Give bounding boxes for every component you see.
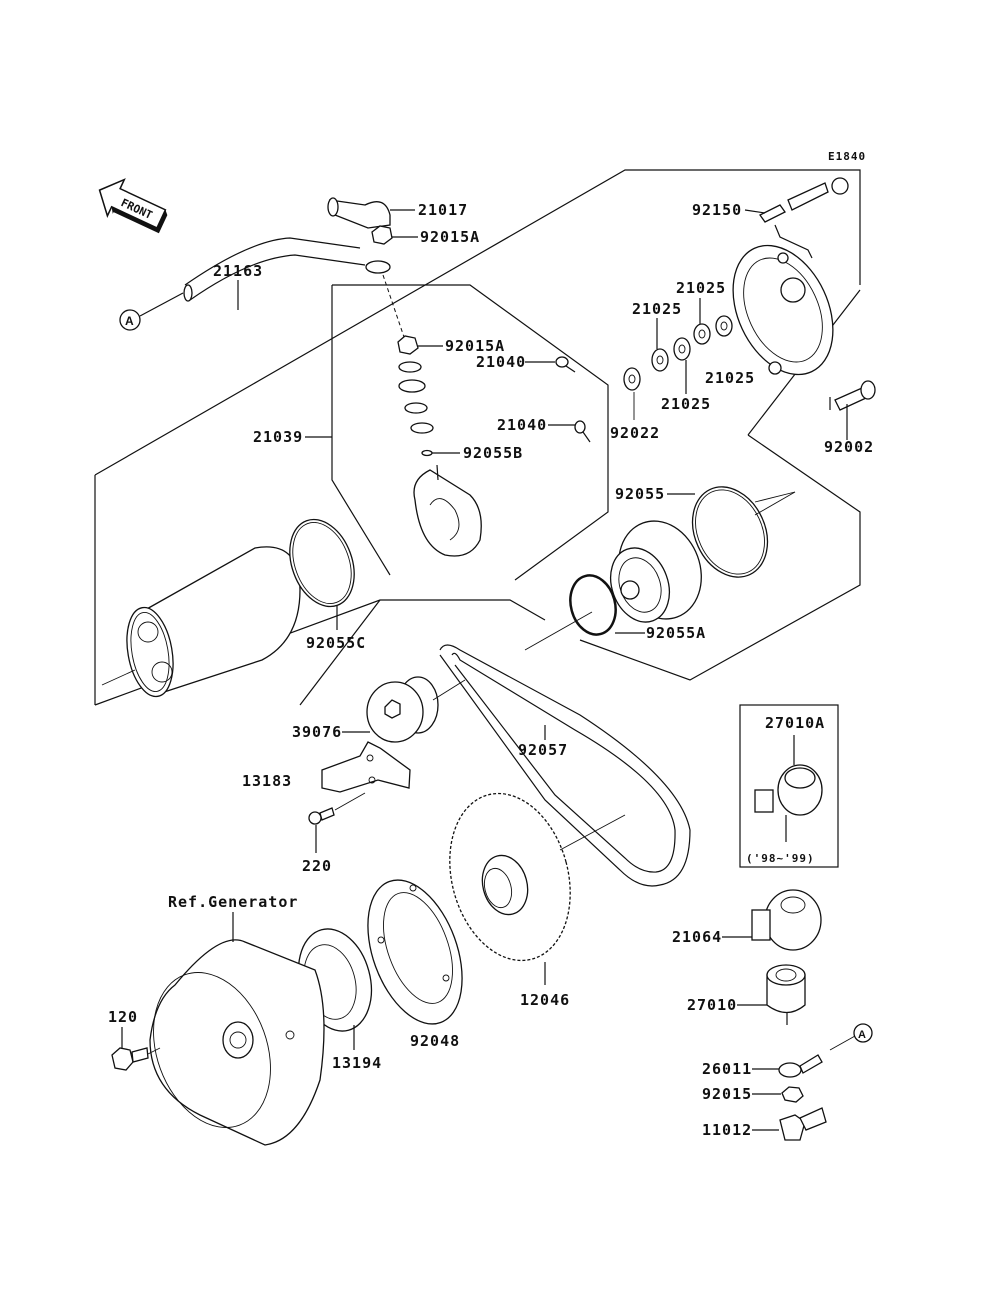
label-92057: 92057 [518,741,568,759]
cap-terminal: 21017 [327,197,468,229]
label-27010A: 27010A [765,714,825,732]
generator-rotor: Ref.Generator [149,893,325,1146]
label-21017: 21017 [418,201,468,219]
long-bolt: 92150 [692,177,849,259]
label-27010: 27010 [687,996,737,1014]
coil: 21064 [672,889,822,951]
bolt-120: 120 [108,1008,161,1071]
label-21025-2: 21025 [632,300,682,318]
label-92015A-2: 92015A [445,337,505,355]
oring-92055C: 92055C [289,518,366,652]
label-92055: 92055 [615,485,665,503]
label-21064: 21064 [672,928,722,946]
nut-top: 92015A [371,225,480,246]
ref-marker-a: A [119,309,141,331]
label-11012: 11012 [702,1121,752,1139]
inset-box: 27010A ('98~'99) [739,704,839,868]
label-92055A: 92055A [646,624,706,642]
label-92015A: 92015A [420,228,480,246]
small-oring: 92055B [421,444,523,462]
battery-cable [139,237,406,341]
label-21040: 21040 [476,353,526,371]
label-92150: 92150 [692,201,742,219]
assembly-outline [94,169,861,706]
motor-body [101,546,301,698]
label-92048: 92048 [410,1032,460,1050]
label-92055B: 92055B [463,444,523,462]
label-120: 120 [108,1008,138,1026]
brush-holder-plate [413,464,482,557]
screw: 220 [302,792,366,875]
label-21163: 21163 [213,262,263,280]
label: A [858,1029,866,1041]
washer: 92022 [610,367,660,442]
label-26011: 26011 [702,1060,752,1078]
relay: 27010 [687,964,806,1025]
label-21040-2: 21040 [497,416,547,434]
label-13183: 13183 [242,772,292,790]
brush-1: 21040 [476,353,576,373]
label-21025-1: 21025 [676,279,726,297]
nut-lower: 92015A [397,335,505,355]
terminal: 26011 [702,1035,856,1078]
front-arrow-icon: FRONT [98,178,168,234]
shims: 21025 21025 21025 21025 [632,279,755,413]
label-21039: 21039 [253,428,303,446]
ref-marker-a-2: A [853,1023,873,1043]
drive-housing [610,520,702,623]
idle-gear: 39076 [292,676,466,743]
plate: 13183 [242,741,411,793]
label-12046: 12046 [520,991,570,1009]
label-92015: 92015 [702,1085,752,1103]
label: A [125,314,134,328]
label-21025-4: 21025 [661,395,711,413]
inset-note: ('98~'99) [746,852,815,865]
label-13194: 13194 [332,1054,382,1072]
oring-92055A: 92055A [524,574,706,651]
label-21025-3: 21025 [705,369,755,387]
washer-stack [398,361,434,434]
end-cover [732,244,834,376]
diagram-code: E1840 [828,150,866,163]
clutch-housing: 92048 [367,879,463,1050]
label-39076: 39076 [292,723,342,741]
nut-92015: 92015 [702,1085,804,1103]
label-92055C: 92055C [306,634,366,652]
bolt-92002: 92002 [824,380,876,456]
label-92002: 92002 [824,438,874,456]
ref-generator-label: Ref.Generator [168,893,298,911]
label-92022: 92022 [610,424,660,442]
label-220: 220 [302,857,332,875]
brush-2: 21040 [497,416,591,443]
sprocket: 12046 [449,792,626,1009]
chain: 92057 [439,644,691,887]
large-oring: 92055 [615,485,796,578]
cap-11012: 11012 [702,1107,827,1141]
